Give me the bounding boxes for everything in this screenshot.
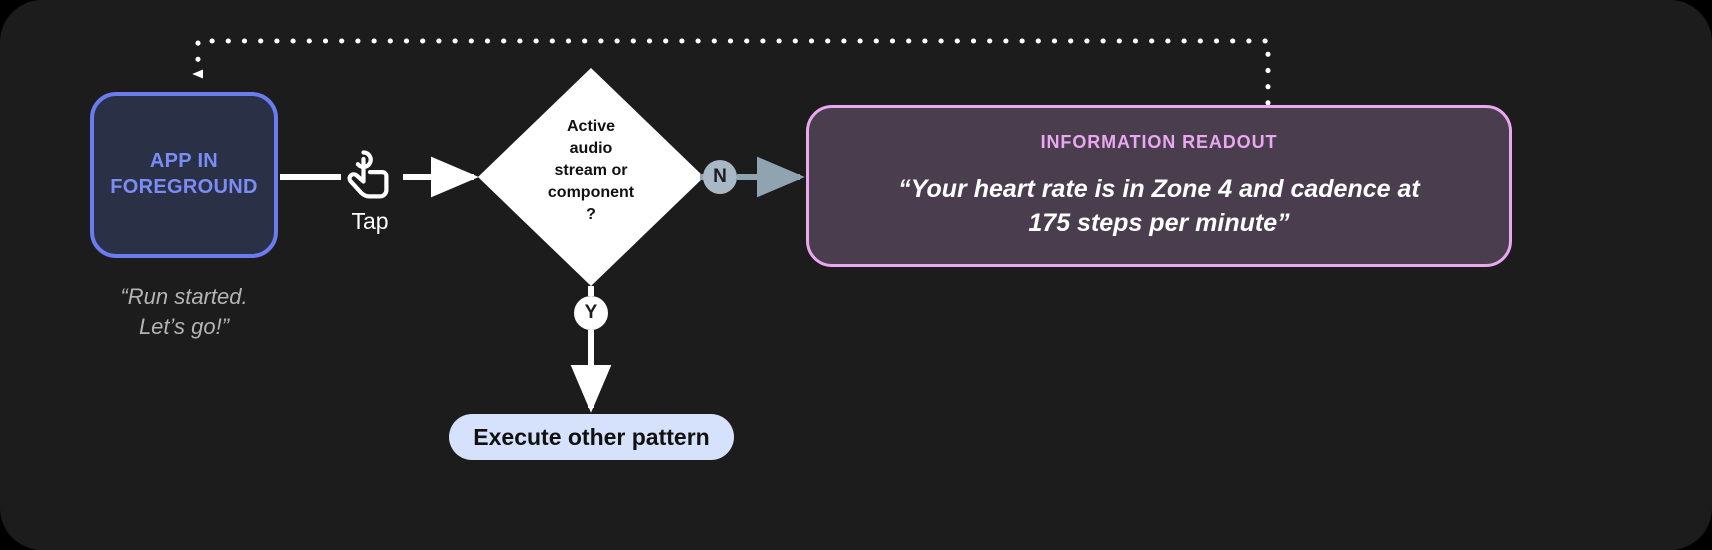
decision-diamond <box>478 68 704 286</box>
tap-gesture-icon <box>347 150 389 199</box>
badge-yes: Y <box>574 296 608 330</box>
node-app-in-foreground[interactable]: APP IN FOREGROUND <box>90 92 278 258</box>
tap-label: Tap <box>351 208 389 234</box>
app-caption: “Run started. Let’s go!” <box>120 284 248 339</box>
badge-no: N <box>703 160 737 194</box>
connector-readout-feedback <box>192 38 1271 106</box>
readout-title: INFORMATION READOUT <box>1040 132 1278 152</box>
decision-label: Active audio stream or component ? <box>547 118 635 224</box>
readout-body: “Your heart rate is in Zone 4 and cadenc… <box>898 175 1420 237</box>
node-information-readout[interactable]: INFORMATION READOUT “Your heart rate is … <box>806 105 1512 267</box>
node-execute-other-pattern[interactable]: Execute other pattern <box>449 414 734 460</box>
execute-pill-label: Execute other pattern <box>473 423 710 450</box>
app-in-foreground-label: APP IN FOREGROUND <box>110 150 258 198</box>
